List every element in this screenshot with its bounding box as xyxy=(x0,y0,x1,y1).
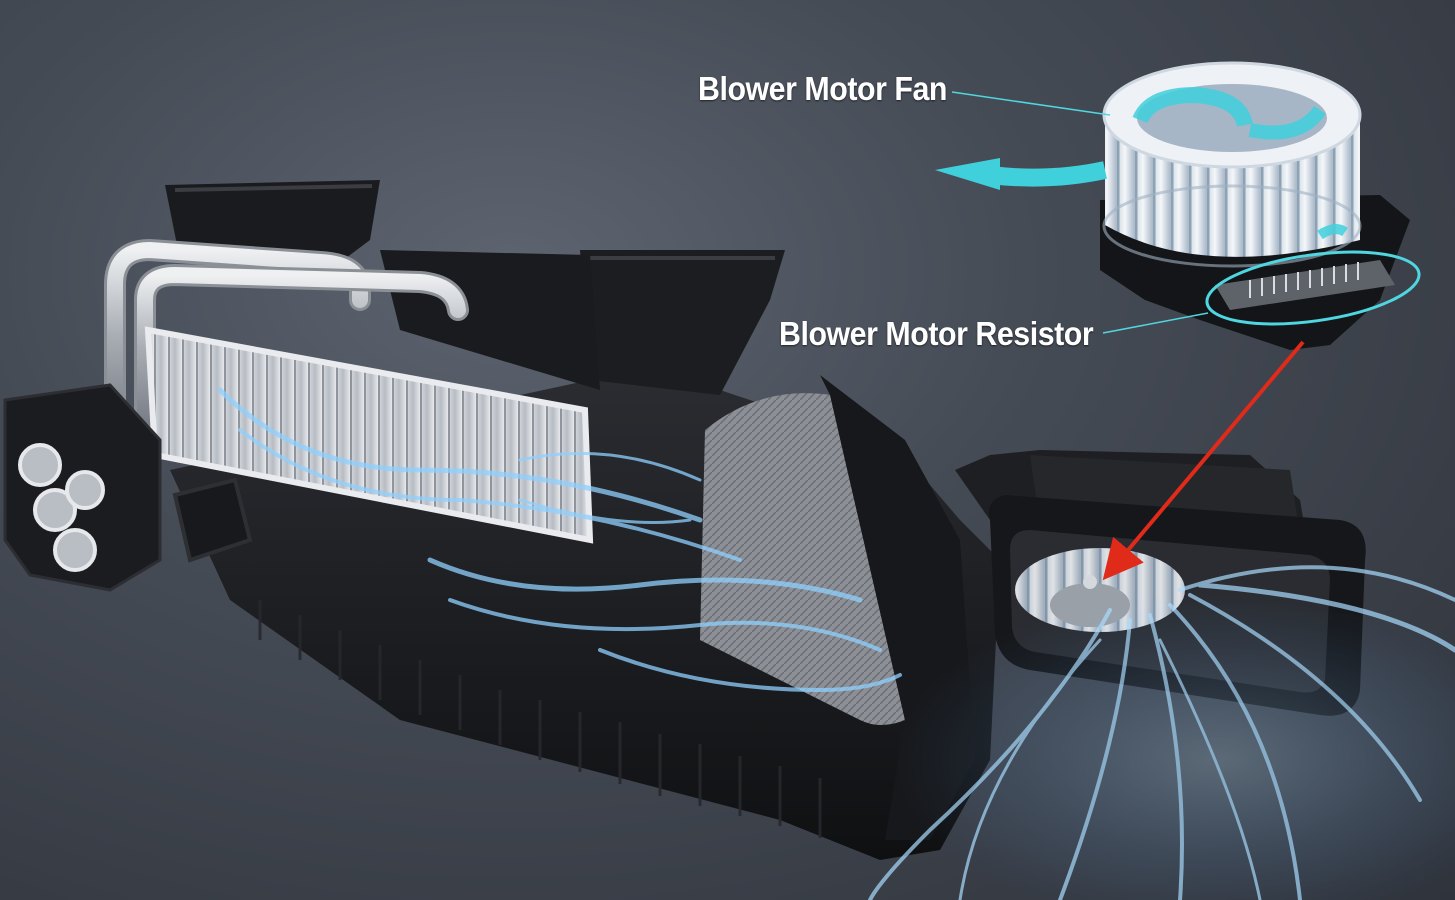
airflow-streams xyxy=(217,387,902,693)
expansion-valve-fittings xyxy=(3,383,253,592)
blower-motor-resistor-label: Blower Motor Resistor xyxy=(779,315,1094,352)
refrigerant-pipes xyxy=(104,238,469,431)
air-discharge-streams xyxy=(868,565,1455,900)
resistor-highlight-ring xyxy=(1205,250,1421,326)
resistor-leader-line xyxy=(1102,312,1209,334)
resistor-location-arrow xyxy=(1102,340,1305,581)
evaporator-core xyxy=(144,326,594,544)
blower-motor-fan-label: Blower Motor Fan xyxy=(698,70,948,107)
fan-rotation-arrows xyxy=(935,86,1348,240)
fan-leader-line xyxy=(951,91,1111,116)
